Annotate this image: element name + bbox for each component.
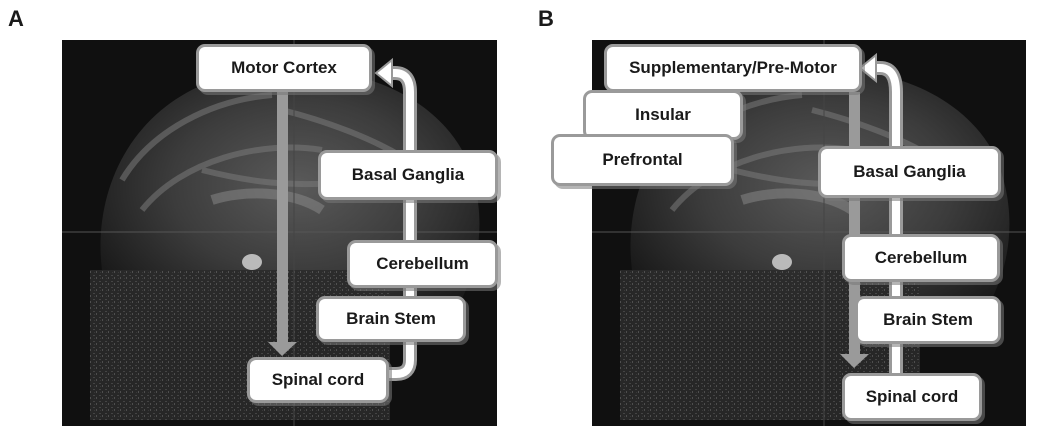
spinal-cord-box-b: Spinal cord [842,373,982,421]
descending-arrow-head-b [840,354,869,368]
ascending-loop-arrow-b [872,64,900,382]
basal-ganglia-box-a: Basal Ganglia [318,150,498,200]
ascending-arrow-head-b [858,52,877,84]
ascending-loop-arrow-a [372,69,414,378]
spinal-cord-box-a: Spinal cord [247,357,389,403]
panel-a-label: A [8,6,24,31]
panel-b-label: B [538,6,554,31]
cerebellum-box-b: Cerebellum [842,234,1000,282]
descending-arrow-shaft-a [277,82,288,344]
supplementary-premotor-box-b: Supplementary/Pre-Motor [604,44,862,92]
cerebellum-box-a: Cerebellum [347,240,498,288]
prefrontal-box-b: Prefrontal [551,134,734,186]
brain-stem-box-a: Brain Stem [316,296,466,342]
brain-stem-box-b: Brain Stem [855,296,1001,344]
motor-cortex-box-a: Motor Cortex [196,44,372,92]
ascending-arrow-head-a [374,57,393,89]
descending-arrow-head-a [268,342,297,356]
basal-ganglia-box-b: Basal Ganglia [818,146,1001,198]
insular-box-b: Insular [583,90,743,140]
descending-arrow-shaft-b [849,92,860,356]
